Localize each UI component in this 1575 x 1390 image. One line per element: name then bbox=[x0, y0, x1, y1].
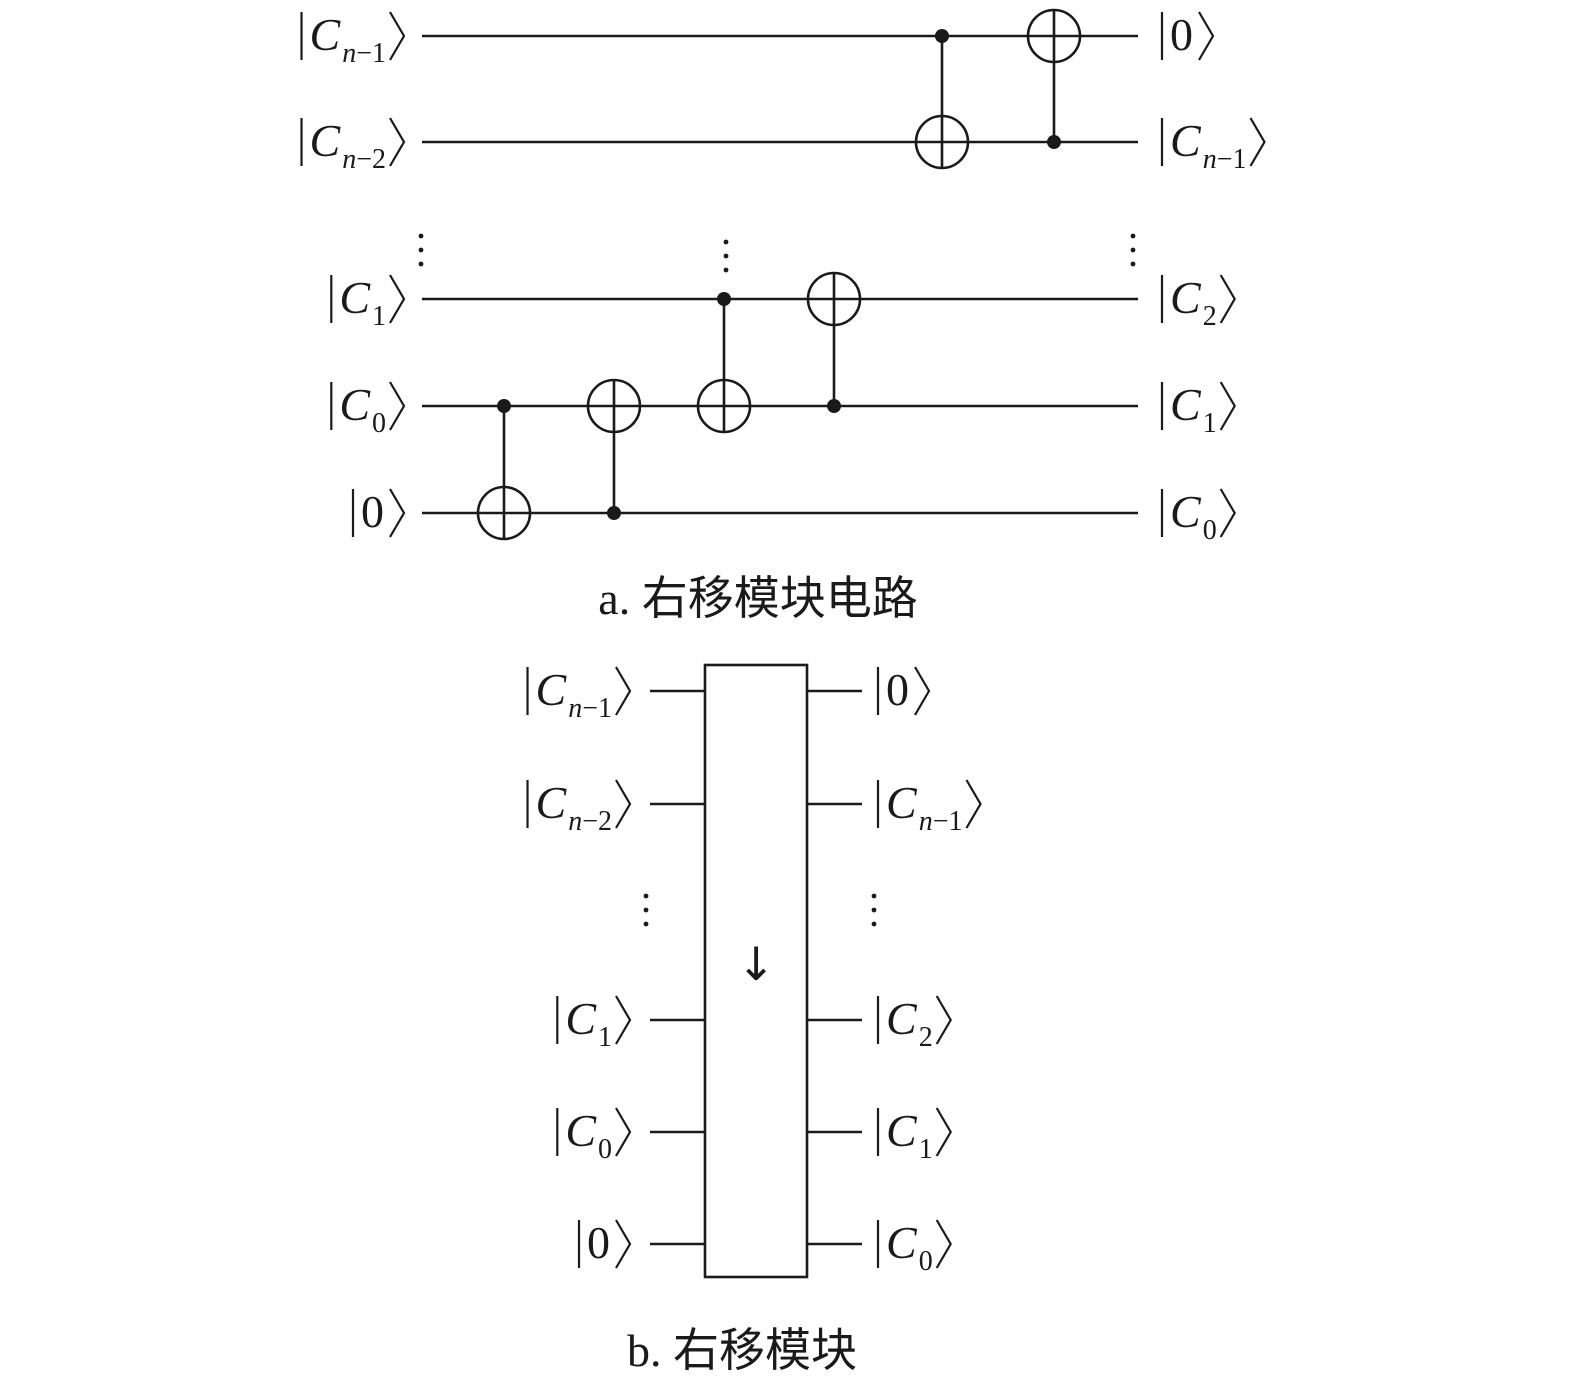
target-oplus bbox=[476, 485, 532, 541]
svg-text:Cn−2: Cn−2 bbox=[536, 777, 612, 837]
svg-text:0: 0 bbox=[886, 664, 909, 715]
module-box bbox=[703, 663, 809, 1279]
target-oplus bbox=[1026, 8, 1082, 64]
svg-text:0: 0 bbox=[587, 1217, 610, 1268]
cnot-gate bbox=[806, 271, 862, 413]
input-label: Cn−1 bbox=[526, 664, 632, 724]
caption-a: a. 右移模块电路 bbox=[598, 573, 917, 624]
input-label: Cn−2 bbox=[526, 777, 632, 837]
output-label: C2 bbox=[876, 993, 952, 1053]
svg-text:C0: C0 bbox=[339, 379, 386, 439]
cnot-gate bbox=[1026, 8, 1082, 149]
svg-text:C0: C0 bbox=[565, 1105, 612, 1165]
vertical-ellipsis bbox=[418, 233, 424, 267]
cnot-gate bbox=[696, 292, 752, 434]
svg-text:Cn−2: Cn−2 bbox=[310, 115, 386, 175]
svg-text:C2: C2 bbox=[1170, 272, 1217, 332]
vertical-ellipsis bbox=[871, 893, 877, 927]
ellipsis-dots bbox=[643, 893, 877, 927]
cnot-gate bbox=[476, 399, 532, 541]
svg-text:0: 0 bbox=[361, 486, 384, 537]
svg-text:C1: C1 bbox=[886, 1105, 933, 1165]
down-arrow-icon: ↓ bbox=[737, 937, 776, 991]
svg-text:Cn−1: Cn−1 bbox=[310, 9, 386, 69]
control-dot bbox=[827, 399, 841, 413]
svg-text:C0: C0 bbox=[1170, 486, 1217, 546]
input-label: C0 bbox=[330, 379, 406, 439]
input-label: C0 bbox=[556, 1105, 632, 1165]
input-label: C1 bbox=[330, 272, 406, 332]
control-dot bbox=[717, 292, 731, 306]
target-oplus bbox=[696, 378, 752, 434]
svg-text:C0: C0 bbox=[886, 1217, 933, 1277]
output-label: C2 bbox=[1160, 272, 1236, 332]
vertical-ellipsis bbox=[643, 893, 649, 927]
ellipsis-dots bbox=[418, 233, 1136, 273]
input-label: 0 bbox=[351, 486, 406, 538]
caption-b: b. 右移模块 bbox=[627, 1325, 857, 1376]
svg-text:Cn−1: Cn−1 bbox=[886, 777, 962, 837]
input-label: C1 bbox=[556, 993, 632, 1053]
output-label: C0 bbox=[876, 1217, 952, 1277]
input-label: Cn−1 bbox=[300, 9, 406, 69]
control-dot bbox=[935, 29, 949, 43]
vertical-ellipsis bbox=[723, 239, 729, 273]
svg-text:C1: C1 bbox=[339, 272, 386, 332]
output-label: Cn−1 bbox=[876, 777, 982, 837]
svg-text:C1: C1 bbox=[565, 993, 612, 1053]
output-label: C1 bbox=[876, 1105, 952, 1165]
svg-text:C2: C2 bbox=[886, 993, 933, 1053]
target-oplus bbox=[914, 114, 970, 170]
output-label: 0 bbox=[876, 664, 931, 716]
cnot-gate bbox=[914, 29, 970, 170]
output-label: C1 bbox=[1160, 379, 1236, 439]
svg-text:Cn−1: Cn−1 bbox=[536, 664, 612, 724]
control-dot bbox=[1047, 135, 1061, 149]
output-label: Cn−1 bbox=[1160, 115, 1266, 175]
input-label: Cn−2 bbox=[300, 115, 406, 175]
target-oplus bbox=[586, 378, 642, 434]
target-oplus bbox=[806, 271, 862, 327]
cnot-gate bbox=[586, 378, 642, 520]
svg-text:0: 0 bbox=[1170, 9, 1193, 60]
vertical-ellipsis bbox=[1130, 233, 1136, 267]
output-label: 0 bbox=[1160, 9, 1215, 61]
control-dot bbox=[607, 506, 621, 520]
input-label: 0 bbox=[577, 1217, 632, 1269]
svg-text:C1: C1 bbox=[1170, 379, 1217, 439]
svg-text:Cn−1: Cn−1 bbox=[1170, 115, 1246, 175]
control-dot bbox=[497, 399, 511, 413]
output-label: C0 bbox=[1160, 486, 1236, 546]
